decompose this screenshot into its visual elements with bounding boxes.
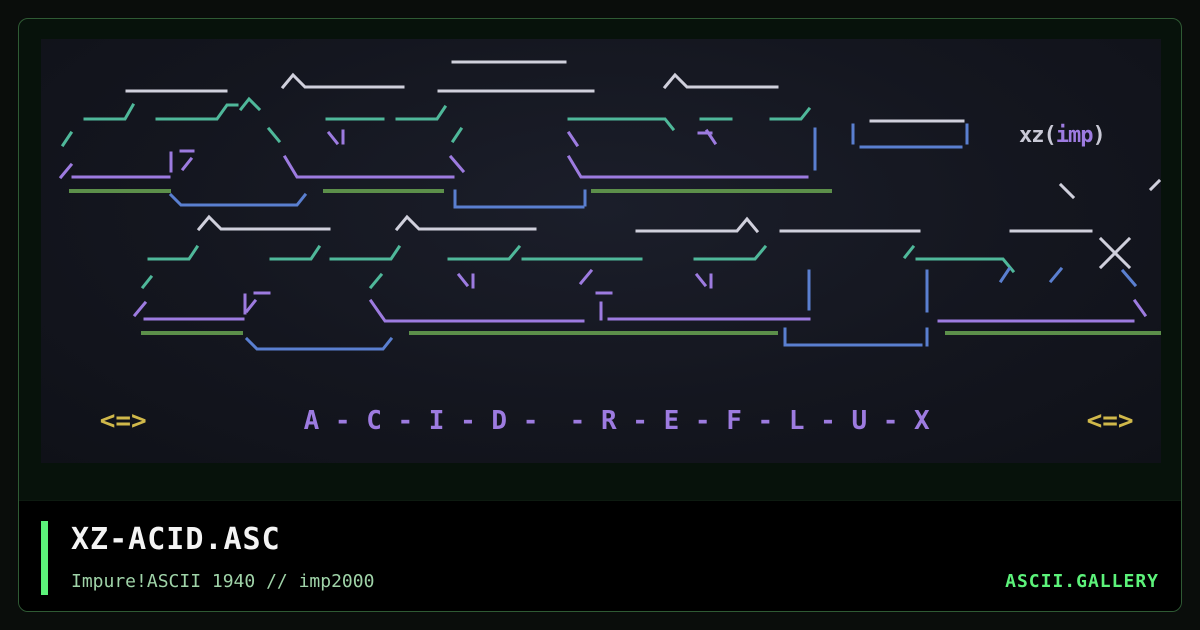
accent-bar bbox=[41, 521, 48, 595]
art-purple-strokes bbox=[58, 128, 1148, 323]
art-teal-strokes bbox=[60, 96, 1016, 290]
art-green-dash-strokes bbox=[69, 189, 1161, 335]
signature-suffix: ) bbox=[1092, 123, 1106, 148]
card-frame: <=> A - C - I - D - - R - E - F - L - U … bbox=[18, 18, 1182, 612]
ascii-art-panel: <=> A - C - I - D - - R - E - F - L - U … bbox=[41, 39, 1161, 463]
site-brand[interactable]: ASCII.GALLERY bbox=[1005, 571, 1159, 592]
caption-divider bbox=[19, 500, 1181, 501]
art-signature: xz(imp) bbox=[1019, 123, 1106, 148]
caption-bar: XZ-ACID.ASC Impure!ASCII 1940 // imp2000… bbox=[19, 500, 1181, 611]
signature-prefix: xz( bbox=[1019, 123, 1057, 148]
signature-imp: imp bbox=[1055, 123, 1094, 148]
art-blue-strokes bbox=[168, 123, 1138, 351]
art-white-strokes bbox=[125, 60, 1161, 270]
artwork-subtitle: Impure!ASCII 1940 // imp2000 bbox=[71, 571, 375, 592]
artwork-title: XZ-ACID.ASC bbox=[71, 522, 281, 557]
ascii-art-graphic: <=> A - C - I - D - - R - E - F - L - U … bbox=[41, 60, 1161, 436]
art-banner-text: <=> A - C - I - D - - R - E - F - L - U … bbox=[41, 406, 1161, 436]
